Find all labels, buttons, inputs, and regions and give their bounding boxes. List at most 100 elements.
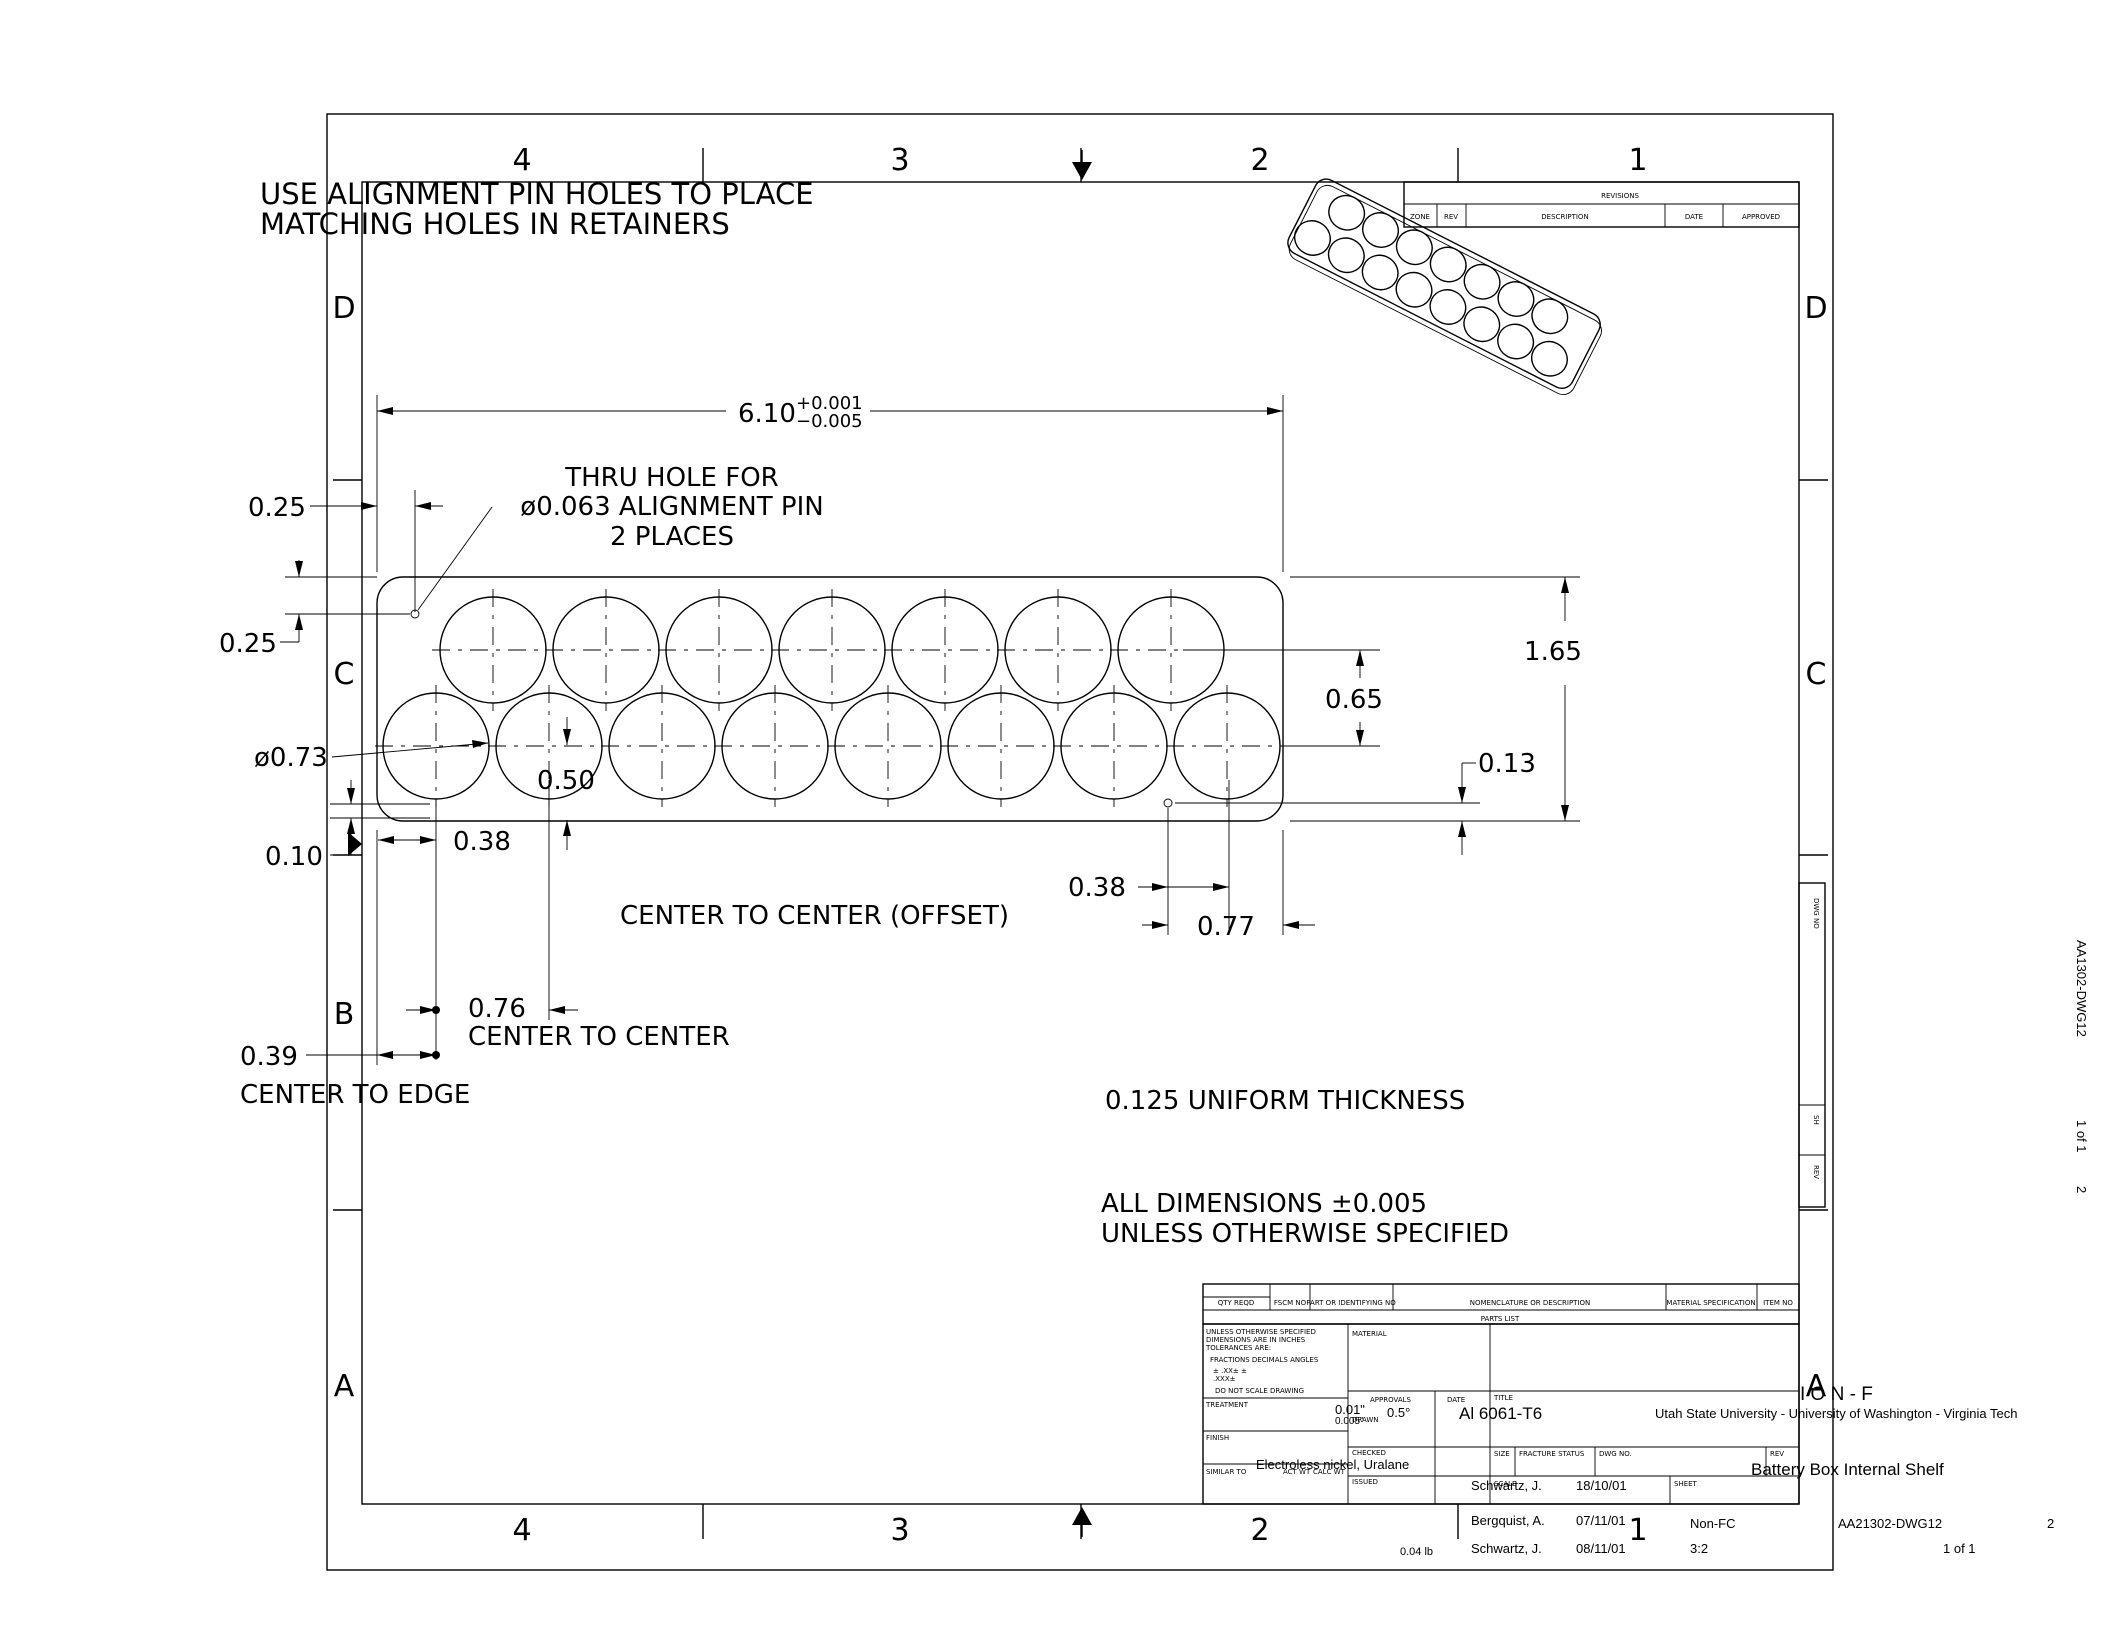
side-dwg-no: DWG NO (1812, 898, 1820, 929)
note-thru-hole-line1: THRU HOLE FOR (564, 463, 778, 493)
tb-finish-label: FINISH (1206, 1434, 1229, 1442)
note-tolerance-line2: UNLESS OTHERWISE SPECIFIED (1101, 1219, 1509, 1249)
rev-col-approved: APPROVED (1742, 213, 1780, 221)
dim-offset-050: 0.50 (537, 766, 595, 796)
tb-checked-by: Bergquist, A. (1471, 1513, 1545, 1528)
rev-col-zone: ZONE (1410, 213, 1430, 221)
dim-165: 1.65 (1524, 637, 1582, 667)
parts-col-material: MATERIAL SPECIFICATION (1666, 1299, 1755, 1307)
tb-checked-label: CHECKED (1352, 1449, 1386, 1457)
tb-date-label: DATE (1447, 1396, 1465, 1404)
shelf-plate (375, 576, 1288, 822)
tb-fracture-label: FRACTURE STATUS (1519, 1450, 1585, 1458)
tb-material-label: MATERIAL (1352, 1330, 1387, 1338)
revisions-block: REVISIONS ZONE REV DESCRIPTION DATE APPR… (1403, 181, 1800, 228)
tb-drawing-title: Battery Box Internal Shelf (1751, 1460, 1944, 1479)
tb-unless-1: UNLESS OTHERWISE SPECIFIED (1206, 1328, 1316, 1336)
iso-hole (1395, 271, 1433, 308)
tb-unless-4: FRACTIONS DECIMALS ANGLES (1210, 1356, 1319, 1364)
tb-tol-001: 0.01" (1335, 1402, 1365, 1417)
revisions-title: REVISIONS (1601, 192, 1639, 200)
dim-hole-diameter: ø0.73 (254, 743, 328, 773)
tb-scale: 3:2 (1690, 1541, 1708, 1556)
dim-038-left: 0.38 (453, 827, 511, 857)
dim-length-tol-minus: −0.005 (796, 411, 863, 432)
title-block: UNLESS OTHERWISE SPECIFIED DIMENSIONS AR… (1202, 1323, 2054, 1558)
iso-hole (1463, 263, 1501, 300)
rev-col-date: DATE (1685, 213, 1703, 221)
tb-unless-2: DIMENSIONS ARE IN INCHES (1206, 1336, 1306, 1344)
tb-sheet: 1 of 1 (1943, 1541, 1976, 1556)
iso-hole (1395, 229, 1433, 266)
tb-fracture: Non-FC (1690, 1516, 1736, 1531)
outer-border (326, 113, 1834, 1571)
zone-col-3-bottom: 3 (890, 1513, 909, 1548)
tb-unless-3: TOLERANCES ARE: (1205, 1344, 1271, 1352)
parts-col-part: PART OR IDENTIFYING NO (1306, 1299, 1396, 1307)
zone-row-b-left: B (334, 997, 355, 1032)
tb-tol-05: 0.5° (1387, 1405, 1410, 1420)
tb-size-label: SIZE (1494, 1450, 1510, 1458)
note-tolerance-line1: ALL DIMENSIONS ±0.005 (1101, 1189, 1427, 1219)
iso-hole (1429, 289, 1467, 325)
iso-hole (1530, 340, 1568, 377)
bottom-row-hole (721, 692, 829, 800)
tb-issued-date: 08/11/01 (1576, 1541, 1626, 1556)
parts-col-nomenclature: NOMENCLATURE OR DESCRIPTION (1470, 1299, 1591, 1307)
iso-hole (1327, 237, 1365, 274)
tb-unless-6: .XXX± (1213, 1375, 1236, 1383)
tb-rev-label: REV (1770, 1450, 1784, 1458)
tb-material: Al 6061-T6 (1459, 1404, 1542, 1423)
iso-hole (1531, 298, 1569, 335)
tb-dwg-no-label: DWG NO. (1599, 1450, 1632, 1458)
top-row-hole (439, 596, 547, 704)
note-center-to-center: CENTER TO CENTER (468, 1022, 730, 1052)
parts-col-fscm: FSCM NO (1274, 1299, 1307, 1307)
bottom-row-hole (1060, 692, 1168, 800)
zone-row-d-right: D (1804, 291, 1827, 326)
tb-calc-wt-label: CALC WT (1313, 1468, 1346, 1476)
tb-drawn-label: DRAWN (1352, 1416, 1379, 1424)
dim-039: 0.39 (240, 1042, 298, 1072)
zone-col-2-bottom: 2 (1250, 1513, 1269, 1548)
iso-hole (1361, 254, 1399, 291)
dim-pin-x: 0.25 (248, 493, 306, 523)
iso-hole (1463, 306, 1501, 343)
dim-overall-length: 6.10 (738, 399, 796, 429)
dim-length-tol-plus: +0.001 (796, 393, 863, 414)
tb-ion: I O N - F (1800, 1384, 1873, 1405)
isometric-view (1287, 178, 1602, 396)
parts-list-title: PARTS LIST (1481, 1315, 1520, 1323)
tb-unless-5: ± .XX± ± (1213, 1367, 1247, 1375)
zone-col-4-top: 4 (512, 143, 531, 178)
bottom-row-hole (834, 692, 942, 800)
bottom-row-hole (947, 692, 1055, 800)
tb-issued-label: ISSUED (1352, 1478, 1378, 1486)
tb-unless-7: DO NOT SCALE DRAWING (1215, 1387, 1304, 1395)
dimension-lines (280, 395, 1580, 1065)
tb-finish: Electroless nickel, Uralane (1256, 1457, 1409, 1472)
tb-scale-label: SCALE (1494, 1480, 1516, 1488)
iso-hole (1497, 281, 1535, 317)
bottom-row-hole (1173, 692, 1281, 800)
dim-013: 0.13 (1478, 749, 1536, 779)
tb-weight: 0.04 lb (1400, 1546, 1433, 1558)
zone-row-a-right: A (1806, 1369, 1827, 1404)
zone-row-a-left: A (334, 1369, 355, 1404)
side-rev: REV (1812, 1165, 1820, 1179)
iso-hole (1429, 246, 1467, 283)
side-sh: SH (1812, 1115, 1820, 1125)
tb-similar-label: SIMILAR TO (1206, 1468, 1247, 1476)
side-right-rev: 2 (2074, 1186, 2089, 1193)
iso-hole (1497, 323, 1535, 360)
parts-col-qty: QTY REQD (1218, 1299, 1254, 1307)
note-alignment-line2: MATCHING HOLES IN RETAINERS (260, 207, 730, 241)
top-row-hole (1004, 596, 1112, 704)
top-row-hole (891, 596, 999, 704)
top-row-hole (778, 596, 886, 704)
tb-drawn-by: Schwartz, J. (1471, 1478, 1542, 1493)
note-center-offset: CENTER TO CENTER (OFFSET) (620, 901, 1009, 931)
zone-ticks (333, 148, 1828, 1539)
tb-act-wt-label: ACT WT (1283, 1468, 1311, 1476)
tb-checked-date: 07/11/01 (1576, 1513, 1626, 1528)
